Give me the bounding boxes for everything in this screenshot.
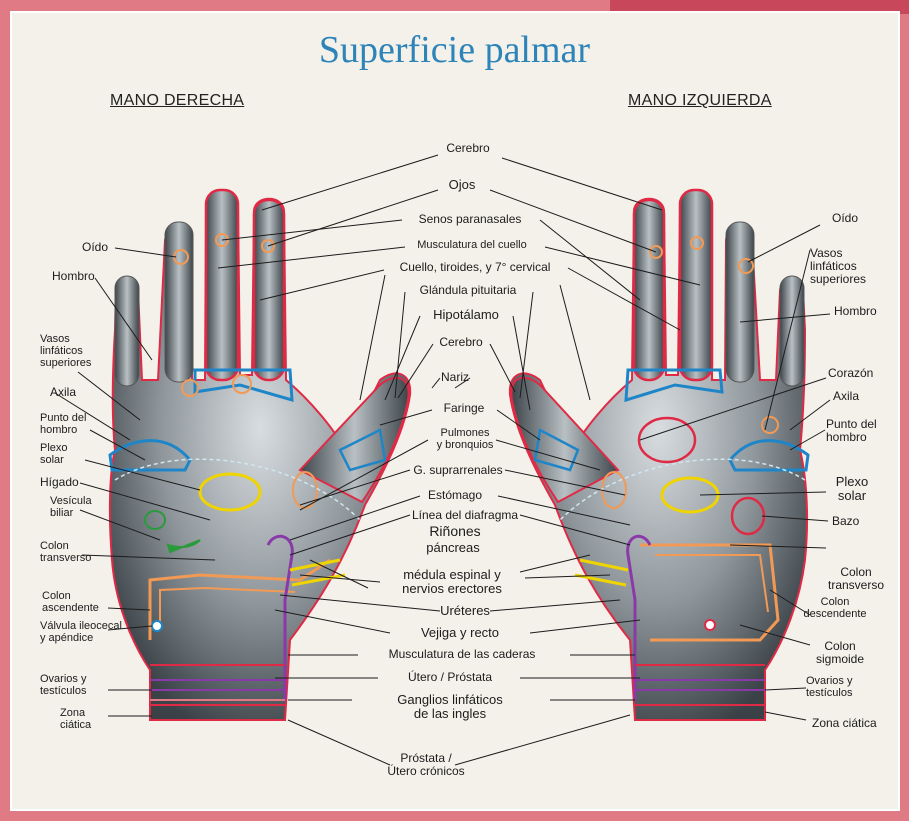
label-medula: médula espinal y nervios erectores	[402, 568, 502, 596]
label-cerebro-top: Cerebro	[446, 142, 489, 155]
label-left-punto-hombro: Punto del hombro	[826, 418, 877, 444]
label-pituitaria: Glándula pituitaria	[420, 284, 517, 297]
label-left-vasos: Vasos linfáticos superiores	[810, 247, 866, 286]
right-thumb-line	[206, 190, 238, 380]
label-utero-prostata: Útero / Próstata	[408, 671, 492, 684]
label-right-valvula: Válvula ileocecal y apéndice	[40, 620, 122, 644]
label-cerebro-thumb: Cerebro	[439, 336, 482, 349]
label-musculatura-cuello: Musculatura del cuello	[417, 239, 526, 251]
label-pulmones: Pulmones y bronquios	[437, 427, 494, 451]
label-right-higado: Hígado	[40, 476, 79, 489]
label-caderas: Musculatura de las caderas	[389, 648, 536, 661]
label-left-hombro: Hombro	[834, 305, 877, 318]
page-title: Superficie palmar	[0, 28, 909, 72]
label-faringe: Faringe	[444, 402, 485, 415]
left-hand	[510, 190, 808, 720]
label-right-plexo: Plexo solar	[40, 442, 68, 466]
label-suprarrenales: G. suprarrenales	[413, 464, 502, 477]
right-pinky	[115, 276, 139, 386]
label-right-axila: Axila	[50, 386, 76, 399]
label-left-colon-sigmoide: Colon sigmoide	[816, 640, 864, 666]
label-estomago: Estómago	[428, 489, 482, 502]
label-right-vasos: Vasos linfáticos superiores	[40, 333, 91, 369]
label-nariz: Nariz	[441, 371, 469, 384]
label-left-corazon: Corazón	[828, 367, 873, 380]
label-prostata-cronicos: Próstata / Útero crónicos	[387, 752, 464, 778]
label-left-bazo: Bazo	[832, 515, 859, 528]
label-senos: Senos paranasales	[419, 213, 522, 226]
label-right-hombro: Hombro	[52, 270, 95, 283]
label-rinones: Riñones	[429, 524, 480, 539]
label-left-colon-transverso: Colon transverso	[828, 566, 884, 592]
left-pinky	[780, 276, 804, 386]
label-diafragma: Línea del diafragma	[412, 509, 518, 522]
label-left-zona-ciatica: Zona ciática	[812, 717, 877, 730]
label-right-ovarios: Ovarios y testículos	[40, 673, 86, 697]
right-hand-heading: MANO DERECHA	[110, 92, 244, 110]
left-ring	[726, 222, 754, 382]
label-ojos: Ojos	[449, 178, 476, 191]
label-left-oido: Oído	[832, 212, 858, 225]
label-right-zona-ciatica: Zona ciática	[60, 707, 91, 731]
right-index-line	[254, 200, 284, 380]
label-left-axila: Axila	[833, 390, 859, 403]
right-hand	[110, 190, 410, 720]
label-right-colon-transverso: Colon transverso	[40, 540, 91, 564]
label-left-plexo: Plexo solar	[836, 475, 869, 503]
label-vejiga: Vejiga y recto	[421, 626, 499, 640]
label-ureteres: Uréteres	[440, 604, 490, 618]
label-right-vesicula: Vesícula biliar	[50, 495, 92, 519]
left-hand-heading: MANO IZQUIERDA	[628, 92, 772, 110]
right-middle	[165, 222, 193, 382]
label-hipotalamo: Hipotálamo	[433, 308, 499, 322]
label-pancreas: páncreas	[426, 541, 479, 555]
left-index-line	[634, 200, 664, 380]
right-ileocecal-icon	[152, 621, 162, 631]
label-right-punto-hombro: Punto del hombro	[40, 412, 86, 436]
label-left-ovarios: Ovarios y testículos	[806, 675, 852, 699]
label-cuello: Cuello, tiroides, y 7° cervical	[400, 261, 551, 274]
label-right-colon-ascendente: Colon ascendente	[42, 590, 99, 614]
label-left-colon-descendente: Colon descendente	[804, 596, 867, 620]
left-sigmoid-icon	[705, 620, 715, 630]
label-right-oido: Oído	[82, 241, 108, 254]
label-ganglios: Ganglios linfáticos de las ingles	[397, 693, 503, 721]
left-middle-line	[680, 190, 712, 380]
